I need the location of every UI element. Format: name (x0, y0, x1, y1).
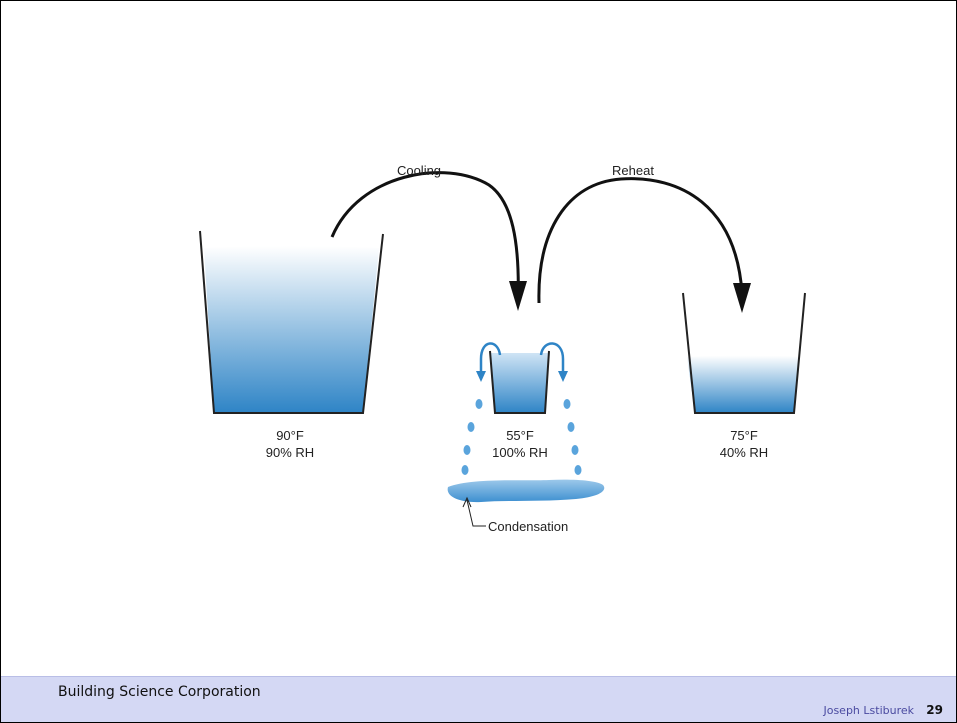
cooling-reheat-diagram: 90°F 90% RH 55°F 100% RH 75°F 40% RH Coo… (199, 163, 806, 534)
overflow-arrows (476, 342, 568, 382)
bucket-left-temperature: 90°F (276, 428, 304, 443)
cooling-arrow: Cooling (330, 163, 527, 311)
bucket-right-temperature: 75°F (730, 428, 758, 443)
bucket-middle-temperature: 55°F (506, 428, 534, 443)
footer-page-number: 29 (926, 703, 943, 717)
footer-author: Joseph Lstiburek (823, 704, 914, 717)
condensation-callout: Condensation (462, 496, 568, 534)
bucket-middle: 55°F 100% RH (489, 350, 550, 460)
condensation-drips (461, 399, 582, 475)
bucket-middle-humidity: 100% RH (492, 445, 548, 460)
footer-bar: Building Science Corporation Joseph Lsti… (1, 676, 956, 722)
cooling-label: Cooling (397, 163, 441, 178)
bucket-right: 75°F 40% RH (682, 292, 806, 460)
condensation-pool (447, 479, 605, 503)
bucket-left-humidity: 90% RH (266, 445, 314, 460)
reheat-label: Reheat (612, 163, 654, 178)
bucket-left: 90°F 90% RH (199, 230, 384, 460)
footer-organization: Building Science Corporation (58, 684, 261, 700)
condensation-label: Condensation (488, 519, 568, 534)
bucket-right-humidity: 40% RH (720, 445, 768, 460)
reheat-arrow: Reheat (537, 163, 751, 313)
